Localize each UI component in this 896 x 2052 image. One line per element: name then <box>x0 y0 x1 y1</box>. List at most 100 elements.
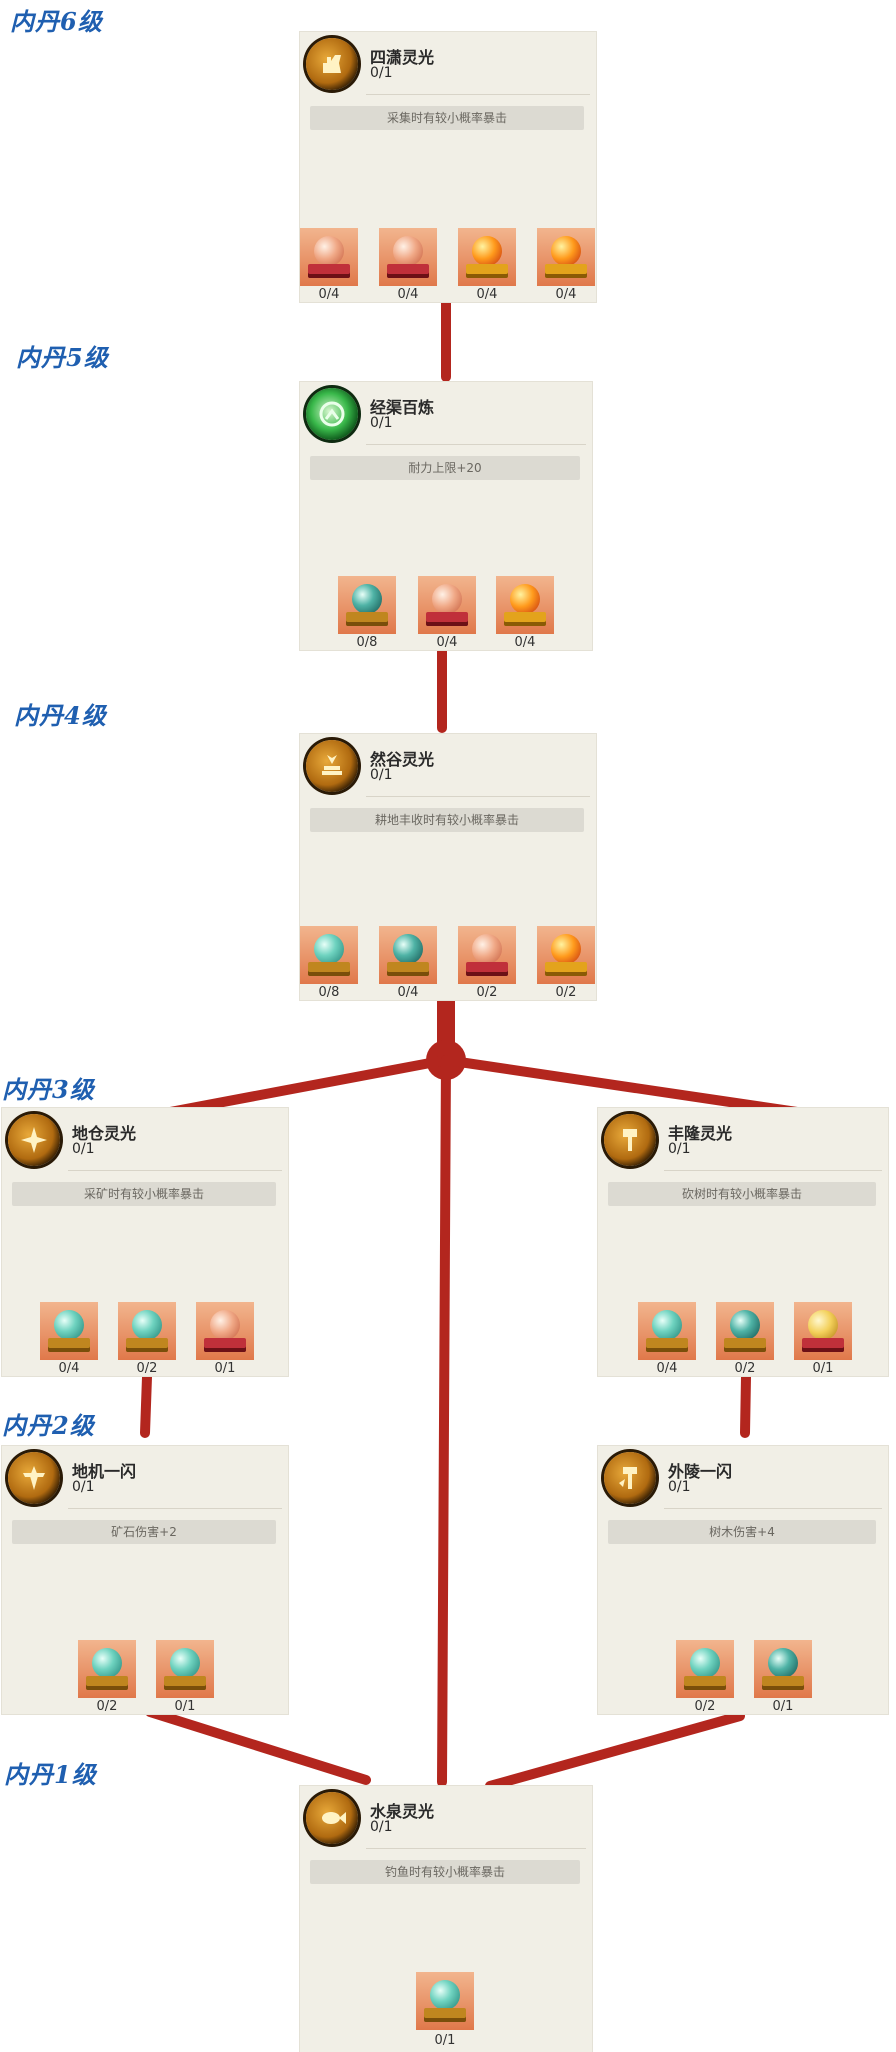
material-count: 0/4 <box>436 635 458 650</box>
material-count: 0/4 <box>476 287 498 302</box>
connector-hub-down <box>437 1055 451 1787</box>
node-name: 地机一闪 <box>72 1462 137 1481</box>
tier-label-6: 内丹6级 <box>10 7 103 36</box>
divider <box>366 94 590 95</box>
node-description: 砍树时有较小概率暴击 <box>608 1182 876 1206</box>
material-slot[interactable] <box>458 926 516 984</box>
node-description: 耐力上限+20 <box>310 456 580 480</box>
connector-3-2-right <box>740 1372 751 1438</box>
material-slot[interactable] <box>754 1640 812 1698</box>
material-slot[interactable] <box>78 1640 136 1698</box>
material-count: 0/2 <box>694 1699 716 1714</box>
tier-label-4: 内丹4级 <box>14 701 107 730</box>
node-name: 经渠百炼 <box>370 398 435 417</box>
pickaxe-flash-icon <box>8 1452 60 1504</box>
node-level: 0/1 <box>370 767 393 783</box>
material-slot[interactable] <box>196 1302 254 1360</box>
material-slot[interactable] <box>458 228 516 286</box>
material-count: 0/4 <box>397 985 419 1000</box>
tier-label-1: 内丹1级 <box>4 1760 97 1789</box>
material-count: 0/8 <box>318 985 340 1000</box>
material-slot[interactable] <box>537 926 595 984</box>
node-simao[interactable]: 四潇灵光 0/1 采集时有较小概率暴击 0/4 0/4 0/4 0/4 <box>300 32 596 302</box>
connector-hub-right <box>441 1055 802 1117</box>
divider <box>68 1170 282 1171</box>
divider <box>664 1508 882 1509</box>
material-count: 0/4 <box>58 1361 80 1376</box>
material-count: 0/1 <box>772 1699 794 1714</box>
material-count: 0/2 <box>96 1699 118 1714</box>
node-description: 钓鱼时有较小概率暴击 <box>310 1860 580 1884</box>
material-slot[interactable] <box>379 228 437 286</box>
axe-flash-icon <box>604 1452 656 1504</box>
node-description: 采矿时有较小概率暴击 <box>12 1182 276 1206</box>
material-slot[interactable] <box>338 576 396 634</box>
tier-label-5: 内丹5级 <box>16 343 109 372</box>
material-slot[interactable] <box>496 576 554 634</box>
material-slot[interactable] <box>794 1302 852 1360</box>
material-count: 0/1 <box>174 1699 196 1714</box>
connector-2-1-left <box>145 1707 371 1785</box>
divider <box>68 1508 282 1509</box>
node-name: 丰隆灵光 <box>668 1124 733 1143</box>
node-description: 矿石伤害+2 <box>12 1520 276 1544</box>
node-shuiquan[interactable]: 水泉灵光 0/1 钓鱼时有较小概率暴击 0/1 <box>300 1786 592 2052</box>
material-count: 0/4 <box>555 287 577 302</box>
fish-icon <box>306 1792 358 1844</box>
node-fenglong[interactable]: 丰隆灵光 0/1 砍树时有较小概率暴击 0/4 0/2 0/1 <box>598 1108 888 1376</box>
node-name: 然谷灵光 <box>370 750 435 769</box>
material-slot[interactable] <box>379 926 437 984</box>
node-name: 四潇灵光 <box>370 48 435 67</box>
node-level: 0/1 <box>72 1479 95 1495</box>
node-name: 水泉灵光 <box>370 1802 435 1821</box>
material-count: 0/2 <box>136 1361 158 1376</box>
node-rangu[interactable]: 然谷灵光 0/1 耕地丰收时有较小概率暴击 0/8 0/4 0/2 0/2 <box>300 734 596 1000</box>
connector-hub-left <box>165 1055 451 1117</box>
material-count: 0/4 <box>318 287 340 302</box>
node-name: 地仓灵光 <box>72 1124 137 1143</box>
material-count: 0/8 <box>356 635 378 650</box>
node-level: 0/1 <box>668 1141 691 1157</box>
material-slot[interactable] <box>300 228 358 286</box>
connector-2-1-right <box>485 1711 745 1791</box>
divider <box>366 796 590 797</box>
node-description: 采集时有较小概率暴击 <box>310 106 584 130</box>
node-level: 0/1 <box>72 1141 95 1157</box>
node-description: 耕地丰收时有较小概率暴击 <box>310 808 584 832</box>
material-count: 0/2 <box>555 985 577 1000</box>
material-slot[interactable] <box>418 576 476 634</box>
node-name: 外陵一闪 <box>668 1462 733 1481</box>
green-arrow-ring-icon <box>306 388 358 440</box>
material-count: 0/2 <box>734 1361 756 1376</box>
material-count: 0/1 <box>434 2033 456 2048</box>
divider <box>366 444 586 445</box>
node-jingqu[interactable]: 经渠百炼 0/1 耐力上限+20 0/8 0/4 0/4 <box>300 382 592 650</box>
material-slot[interactable] <box>156 1640 214 1698</box>
wheat-stack-icon <box>306 740 358 792</box>
material-slot[interactable] <box>118 1302 176 1360</box>
node-dicang[interactable]: 地仓灵光 0/1 采矿时有较小概率暴击 0/4 0/2 0/1 <box>2 1108 288 1376</box>
material-count: 0/4 <box>397 287 419 302</box>
tier-label-3: 内丹3级 <box>2 1075 95 1104</box>
node-wailing[interactable]: 外陵一闪 0/1 树木伤害+4 0/2 0/1 <box>598 1446 888 1714</box>
divider <box>664 1170 882 1171</box>
hand-leaf-icon <box>306 38 358 90</box>
material-count: 0/2 <box>476 985 498 1000</box>
node-description: 树木伤害+4 <box>608 1520 876 1544</box>
material-count: 0/1 <box>812 1361 834 1376</box>
node-diji[interactable]: 地机一闪 0/1 矿石伤害+2 0/2 0/1 <box>2 1446 288 1714</box>
material-slot[interactable] <box>537 228 595 286</box>
material-slot[interactable] <box>300 926 358 984</box>
connector-3-2-left <box>140 1372 152 1438</box>
material-count: 0/4 <box>656 1361 678 1376</box>
divider <box>366 1848 586 1849</box>
material-slot[interactable] <box>716 1302 774 1360</box>
material-slot[interactable] <box>416 1972 474 2030</box>
axe-burst-icon <box>604 1114 656 1166</box>
material-slot[interactable] <box>676 1640 734 1698</box>
material-count: 0/4 <box>514 635 536 650</box>
material-slot[interactable] <box>638 1302 696 1360</box>
node-level: 0/1 <box>370 1819 393 1835</box>
material-slot[interactable] <box>40 1302 98 1360</box>
